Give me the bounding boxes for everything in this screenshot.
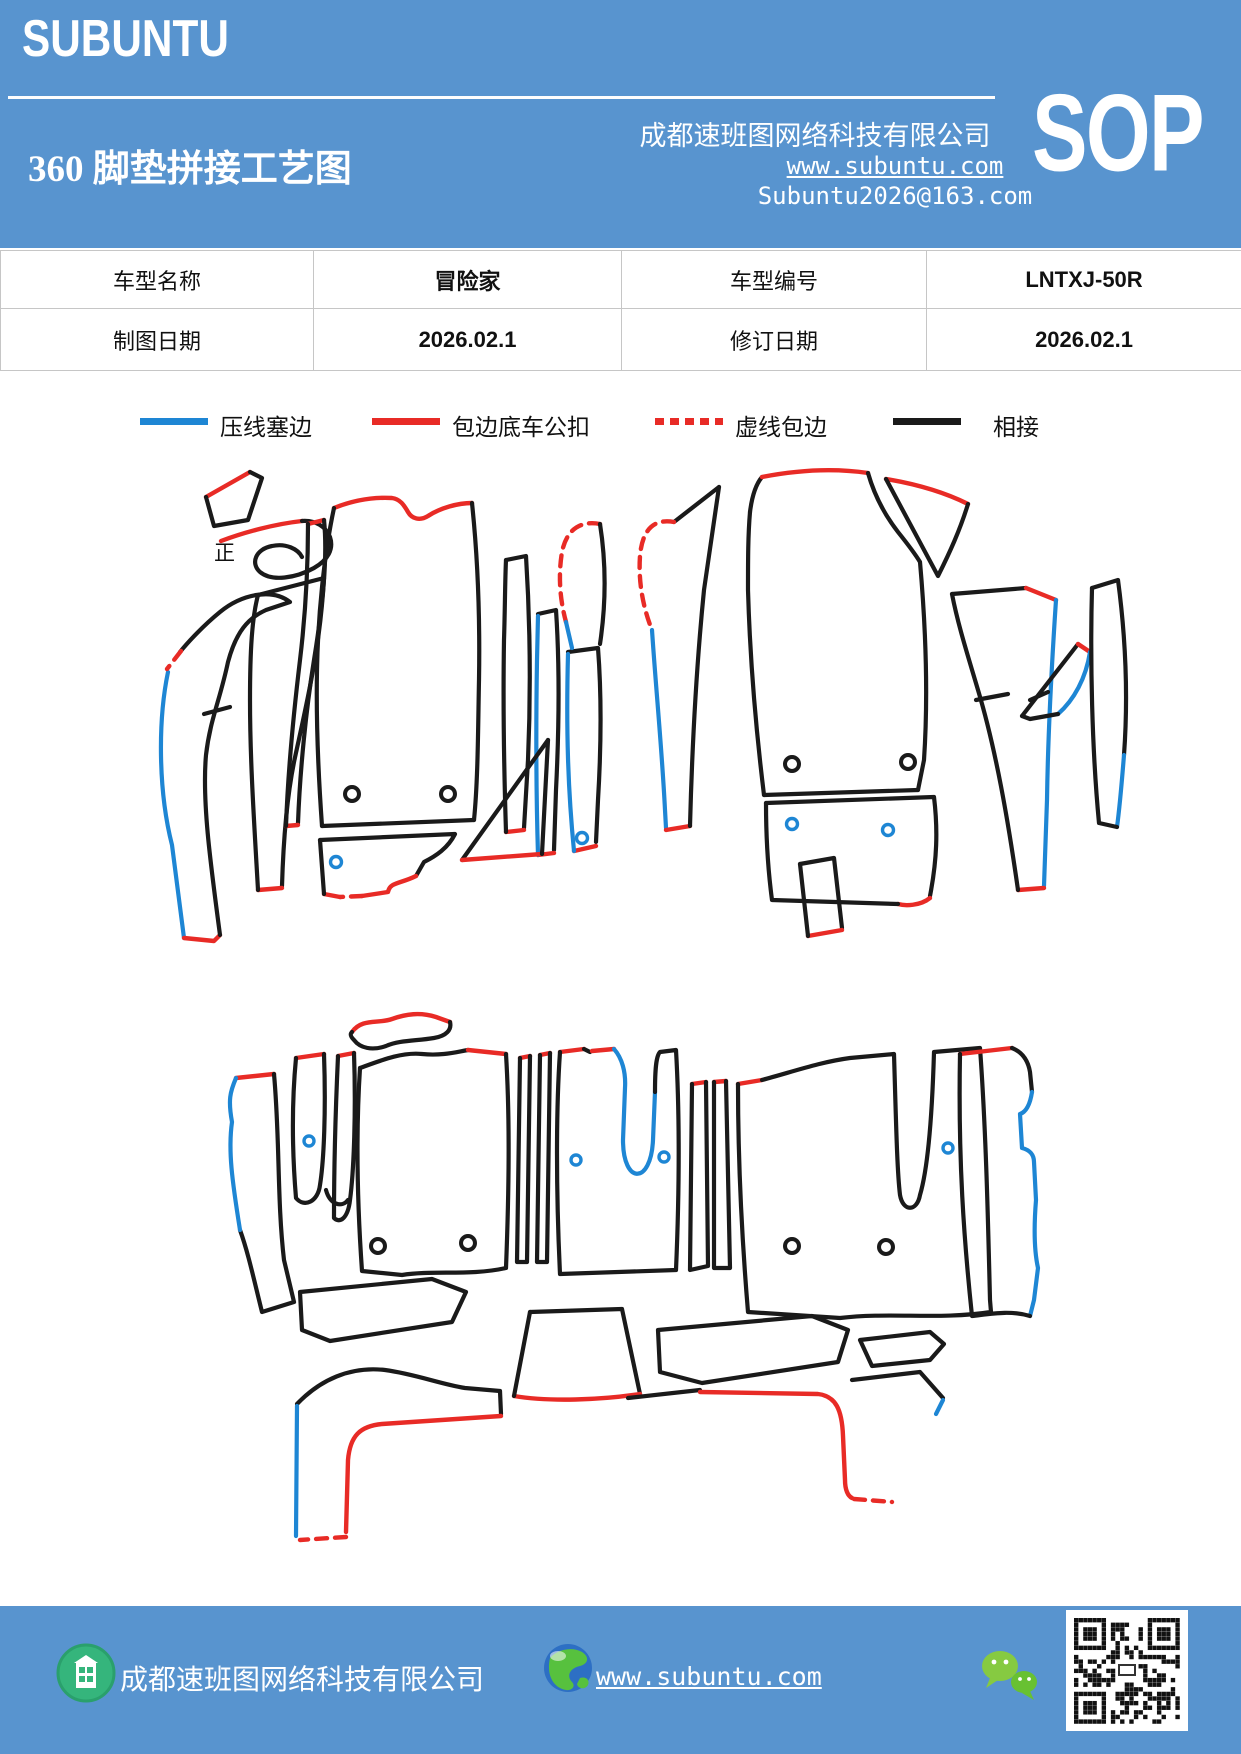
company-building-icon	[56, 1643, 116, 1703]
footer-company-name: 成都速班图网络科技有限公司	[120, 1665, 485, 1696]
vehicle-info-table: 车型名称 冒险家 车型编号 LNTXJ-50R 制图日期 2026.02.1 修…	[0, 250, 1241, 371]
header-banner: SUBUNTU 成都速班图网络科技有限公司 360 脚垫拼接工艺图 www.su…	[0, 0, 1241, 248]
header-email: Subuntu2026@163.com	[757, 182, 1033, 210]
footer-website-link[interactable]: www.subuntu.com	[596, 1662, 822, 1691]
draw-date-value: 2026.02.1	[313, 308, 622, 371]
draw-date-label: 制图日期	[0, 308, 314, 371]
model-code-value: LNTXJ-50R	[926, 250, 1241, 309]
model-code-label: 车型编号	[621, 250, 927, 309]
model-name-label: 车型名称	[0, 250, 314, 309]
dashed-line-swatch	[655, 418, 723, 425]
table-row: 车型名称 冒险家 车型编号 LNTXJ-50R	[0, 250, 1241, 309]
black-line-swatch	[893, 418, 961, 425]
legend-label: 包边底车公扣	[452, 415, 590, 440]
revise-date-value: 2026.02.1	[926, 308, 1241, 371]
footer-icons	[56, 1643, 1037, 1703]
globe-icon	[544, 1644, 592, 1692]
blue-line-swatch	[140, 418, 208, 425]
qr-code	[1066, 1610, 1188, 1731]
page-title: 360 脚垫拼接工艺图	[28, 149, 352, 190]
legend-label: 压线塞边	[220, 415, 312, 440]
orientation-label: 正	[214, 541, 235, 565]
header-website-link[interactable]: www.subuntu.com	[786, 152, 1004, 180]
header-company-name: 成都速班图网络科技有限公司	[639, 121, 991, 151]
sop-label: SOP	[1032, 73, 1205, 195]
legend-label: 虚线包边	[735, 415, 827, 440]
red-line-swatch	[372, 418, 440, 425]
wechat-icon[interactable]	[982, 1651, 1037, 1700]
table-row: 制图日期 2026.02.1 修订日期 2026.02.1	[0, 308, 1241, 371]
footer-banner: 成都速班图网络科技有限公司 www.subuntu.com	[0, 1606, 1241, 1754]
brand-logo: SUBUNTU	[22, 9, 229, 68]
upper-mat-group: 正	[158, 468, 1129, 944]
revise-date-label: 修订日期	[621, 308, 927, 371]
legend-label: 相接	[993, 415, 1039, 440]
model-name-value: 冒险家	[313, 250, 622, 309]
header-divider	[8, 96, 995, 99]
lower-mat-group	[227, 1011, 1041, 1543]
